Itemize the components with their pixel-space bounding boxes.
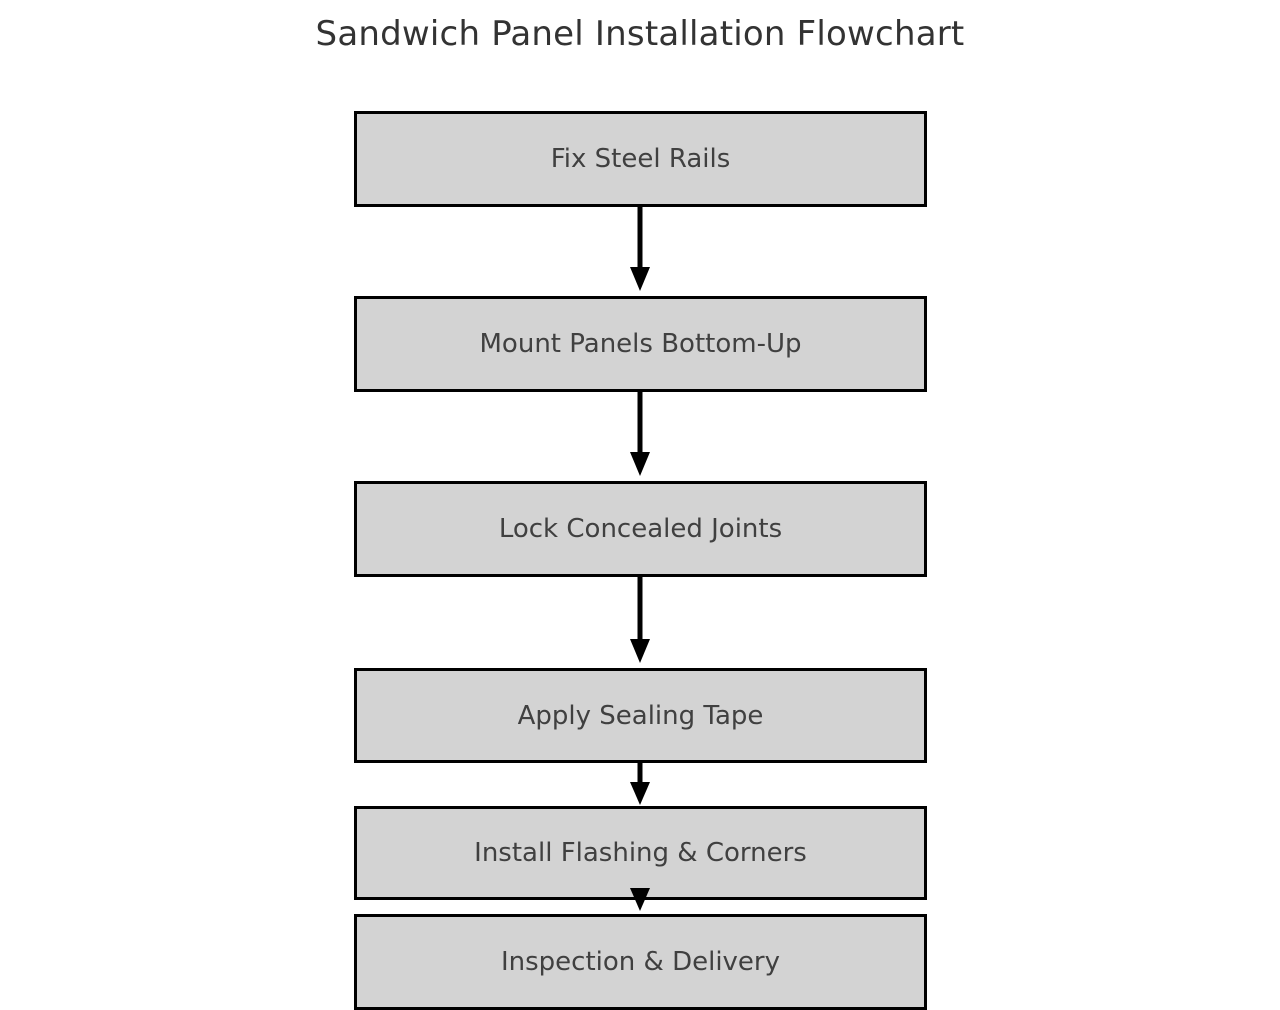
node-label: Install Flashing & Corners xyxy=(474,838,807,868)
flowchart-node-mount-panels-bottom-up[interactable]: Mount Panels Bottom-Up xyxy=(354,296,927,392)
flowchart-arrow-3 xyxy=(622,574,658,664)
node-label: Inspection & Delivery xyxy=(500,947,781,977)
flowchart-node-inspection-and-delivery[interactable]: Inspection & Delivery xyxy=(354,914,927,1010)
flowchart-arrow-5 xyxy=(622,886,658,912)
flowchart-node-apply-sealing-tape[interactable]: Apply Sealing Tape xyxy=(354,668,927,763)
flowchart-node-fix-steel-rails[interactable]: Fix Steel Rails xyxy=(354,111,927,207)
flowchart-node-lock-concealed-joints[interactable]: Lock Concealed Joints xyxy=(354,481,927,577)
node-label: Fix Steel Rails xyxy=(550,144,731,174)
flowchart-arrow-4 xyxy=(622,761,658,806)
flowchart-node-install-flashing-and-corners[interactable]: Install Flashing & Corners xyxy=(354,806,927,900)
node-label: Lock Concealed Joints xyxy=(498,514,783,544)
node-label: Apply Sealing Tape xyxy=(517,700,764,731)
node-label: Mount Panels Bottom-Up xyxy=(479,329,802,359)
page-title: Sandwich Panel Installation Flowchart xyxy=(315,14,965,54)
flowchart-arrow-1 xyxy=(622,204,658,292)
flowchart-arrow-2 xyxy=(622,389,658,477)
